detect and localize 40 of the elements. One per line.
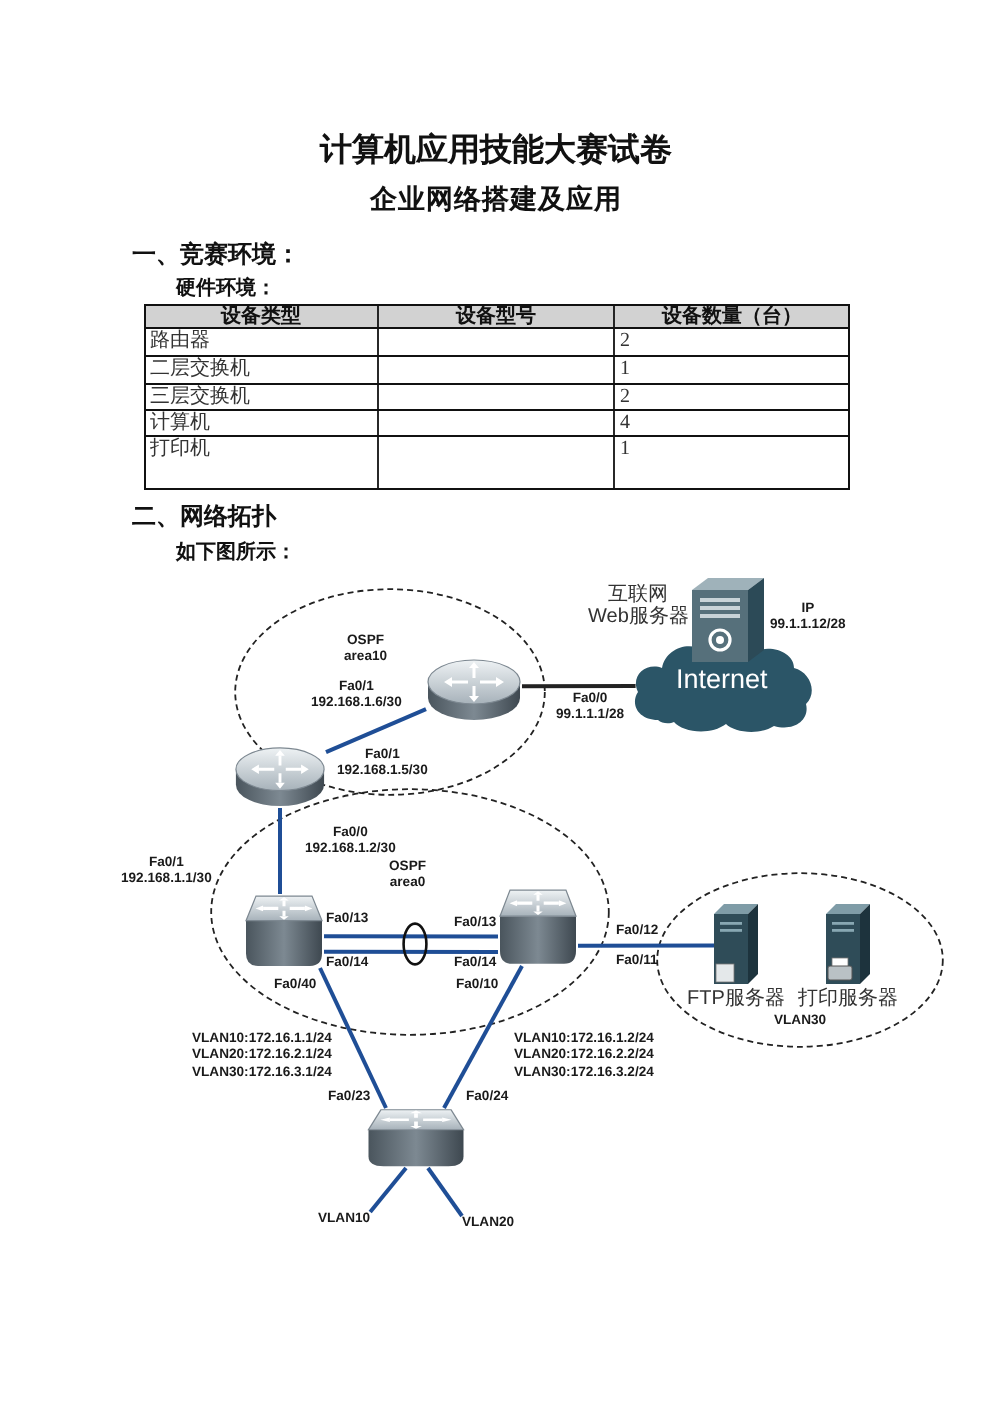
- table-text: 4: [620, 412, 630, 436]
- switch-icon: [498, 888, 578, 966]
- page-title: 计算机应用技能大赛试卷: [320, 132, 672, 170]
- router-icon: [426, 658, 522, 722]
- vlan-group-boundary: [656, 872, 944, 1048]
- network-link: [368, 1166, 408, 1214]
- table-text: 路由器: [150, 330, 210, 354]
- router-icon: [234, 746, 326, 808]
- network-link: [442, 965, 524, 1109]
- network-link: [324, 934, 498, 939]
- server-label: FTP服务器: [687, 988, 785, 1010]
- column-header: 设备型号: [456, 305, 536, 329]
- table-text: 三层交换机: [150, 386, 250, 410]
- table-text: 2: [620, 386, 630, 410]
- network-link: [324, 949, 498, 954]
- table-text: 1: [620, 438, 630, 462]
- server-label: 打印服务器: [798, 988, 898, 1010]
- column-header: 设备数量（台）: [662, 305, 802, 329]
- server-label: 互联网 Web服务器: [588, 584, 689, 628]
- table-text: 1: [620, 358, 630, 382]
- subtitle: 企业网络搭建及应用: [370, 184, 622, 216]
- intro-text: 如下图所示：: [176, 542, 296, 566]
- ospf-area-boundary: [210, 788, 610, 1036]
- switch-icon: [366, 1108, 466, 1168]
- network-link: [578, 943, 714, 948]
- table-text: 2: [620, 330, 630, 354]
- section-heading: 一、竞赛环境：: [132, 240, 300, 268]
- network-link: [318, 967, 388, 1109]
- cloud-text: Internet: [676, 664, 768, 694]
- column-header: 设备类型: [221, 305, 301, 329]
- section-heading: 二、网络拓扑: [132, 502, 276, 530]
- network-link: [278, 808, 282, 894]
- table-text: 打印机: [150, 438, 210, 462]
- network-link: [522, 684, 636, 689]
- network-link: [426, 1166, 464, 1218]
- switch-icon: [244, 894, 324, 968]
- network-link: [325, 707, 427, 755]
- subsection-heading: 硬件环境：: [176, 278, 276, 302]
- table-text: 计算机: [150, 412, 210, 436]
- table-text: 二层交换机: [150, 358, 250, 382]
